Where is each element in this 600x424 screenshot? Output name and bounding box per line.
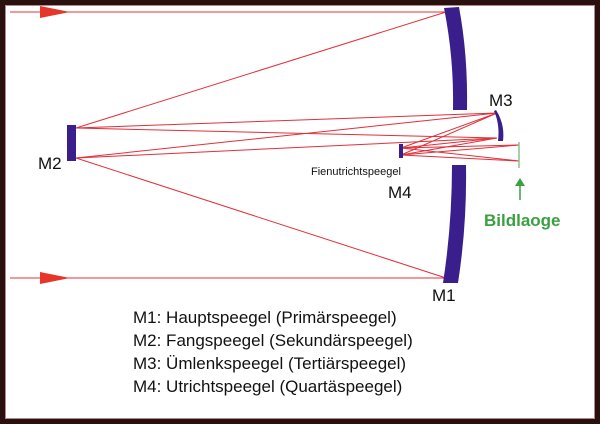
ray-m2-m3	[75, 137, 498, 159]
mirrors	[67, 7, 504, 283]
arrow-icon	[40, 6, 70, 18]
ray-m3-m4	[400, 112, 498, 149]
legend-item: M1: Hauptspeegel (Primärspeegel)	[133, 308, 397, 327]
ray-m2-m3	[75, 112, 498, 159]
ray-m1-m2-top	[75, 11, 447, 129]
ray-m3-m4	[400, 112, 498, 156]
ray-m4-image	[400, 147, 520, 162]
arrow-icon	[40, 272, 70, 284]
label-m3: M3	[489, 91, 513, 110]
ray-m2-m3	[75, 112, 498, 129]
ray-m1-m2-bottom	[75, 157, 447, 279]
legend: M1: Hauptspeegel (Primärspeegel) M2: Fan…	[133, 308, 413, 396]
ray-m3-m4	[400, 137, 498, 149]
label-m4: M4	[388, 183, 412, 202]
legend-item: M4: Utrichtspeegel (Quartäspeegel)	[133, 377, 402, 396]
mirror-m2	[67, 125, 76, 161]
mirror-m1-bottom	[443, 165, 467, 283]
up-arrow-icon	[515, 178, 525, 200]
label-image-plane: Bildlaoge	[484, 211, 561, 230]
ray-m2-m3	[75, 127, 498, 139]
label-m4-caption: Fienutrichtspeegel	[311, 166, 401, 178]
ray-m4-image	[400, 154, 520, 162]
ray-m4-image	[400, 144, 520, 149]
label-m1: M1	[432, 286, 456, 305]
light-rays	[10, 11, 520, 279]
legend-item: M3: Ümlenkspeegel (Tertiärspeegel)	[133, 354, 406, 373]
label-m2: M2	[38, 154, 62, 173]
ray-m4-image	[400, 144, 520, 156]
mirror-m4	[399, 144, 403, 158]
legend-item: M2: Fangspeegel (Sekundärspeegel)	[133, 331, 413, 350]
mirror-m1-top	[444, 7, 468, 110]
mirror-m3	[494, 110, 504, 141]
